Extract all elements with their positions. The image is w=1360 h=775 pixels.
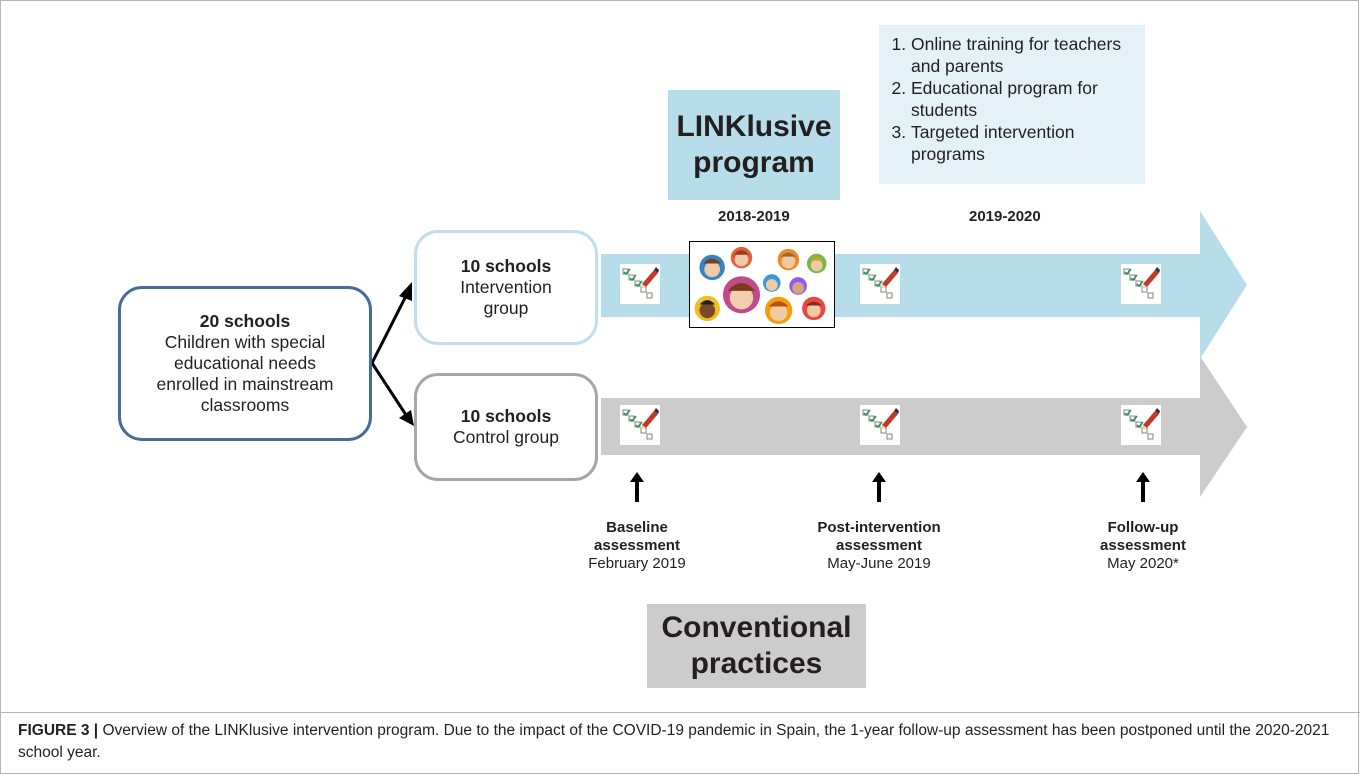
arrow-up-icon bbox=[872, 472, 886, 502]
component-item: Educational program for students bbox=[911, 77, 1137, 121]
all-schools-line: educational needs bbox=[173, 353, 317, 373]
assessment-title: assessment bbox=[836, 537, 922, 554]
assessment-title: Follow-up bbox=[1107, 519, 1179, 536]
intervention-timeline-arrow bbox=[601, 211, 1247, 359]
caption-divider bbox=[0, 712, 1360, 713]
conventional-line1: Conventional bbox=[661, 611, 852, 644]
control-timeline-arrow bbox=[601, 356, 1247, 497]
children-faces-illustration bbox=[689, 241, 835, 328]
baseline-assessment-label: Baseline assessment February 2019 bbox=[557, 519, 717, 573]
assessment-date: February 2019 bbox=[588, 555, 686, 572]
intervention-group-line: Intervention bbox=[460, 277, 552, 297]
year-label-2018-2019: 2018-2019 bbox=[718, 208, 790, 225]
arrow-up-icon bbox=[1136, 472, 1150, 502]
control-group-title: 10 schools bbox=[460, 406, 552, 426]
post-intervention-assessment-label: Post-intervention assessment May-June 20… bbox=[789, 519, 969, 573]
checklist-pencil-icon bbox=[1121, 264, 1161, 304]
program-title: LINKlusive program bbox=[668, 90, 840, 200]
checklist-pencil-icon bbox=[860, 405, 900, 445]
figure-caption: FIGURE 3 | Overview of the LINKlusive in… bbox=[18, 720, 1338, 764]
control-group-box: 10 schools Control group bbox=[414, 373, 598, 481]
checklist-pencil-icon bbox=[860, 264, 900, 304]
intervention-group-box: 10 schools Intervention group bbox=[414, 230, 598, 345]
all-schools-line: Children with special bbox=[164, 332, 326, 352]
follow-up-assessment-label: Follow-up assessment May 2020* bbox=[1073, 519, 1213, 573]
all-schools-box: 20 schools Children with special educati… bbox=[118, 286, 372, 441]
checklist-pencil-icon bbox=[620, 264, 660, 304]
assessment-title: Post-intervention bbox=[817, 519, 941, 536]
branch-arrow-control bbox=[370, 362, 410, 419]
checklist-pencil-icon bbox=[1121, 405, 1161, 445]
assessment-title: assessment bbox=[594, 537, 680, 554]
component-item: Online training for teachers and parents bbox=[911, 33, 1137, 77]
program-components-box: Online training for teachers and parents… bbox=[879, 25, 1145, 184]
conventional-line2: practices bbox=[690, 647, 823, 680]
year-label-2019-2020: 2019-2020 bbox=[969, 208, 1041, 225]
conventional-practices-title: Conventional practices bbox=[647, 604, 866, 688]
assessment-title: assessment bbox=[1100, 537, 1186, 554]
assessment-title: Baseline bbox=[606, 519, 668, 536]
control-group-line: Control group bbox=[452, 427, 560, 447]
all-schools-line: enrolled in mainstream bbox=[156, 374, 334, 394]
program-title-line2: program bbox=[693, 146, 815, 179]
all-schools-title: 20 schools bbox=[199, 311, 291, 331]
branch-arrow-intervention bbox=[370, 291, 410, 364]
checklist-pencil-icon bbox=[620, 405, 660, 445]
program-title-line1: LINKlusive bbox=[676, 110, 832, 143]
all-schools-line: classrooms bbox=[200, 395, 290, 415]
assessment-date: May-June 2019 bbox=[827, 555, 931, 572]
intervention-group-title: 10 schools bbox=[460, 256, 552, 276]
caption-label: FIGURE 3 | bbox=[18, 722, 99, 739]
intervention-group-line: group bbox=[483, 298, 529, 318]
program-components-list: Online training for teachers and parents… bbox=[879, 25, 1145, 165]
caption-text: Overview of the LINKlusive intervention … bbox=[18, 722, 1330, 761]
component-item: Targeted intervention programs bbox=[911, 121, 1137, 165]
assessment-date: May 2020* bbox=[1107, 555, 1179, 572]
arrow-up-icon bbox=[630, 472, 644, 502]
